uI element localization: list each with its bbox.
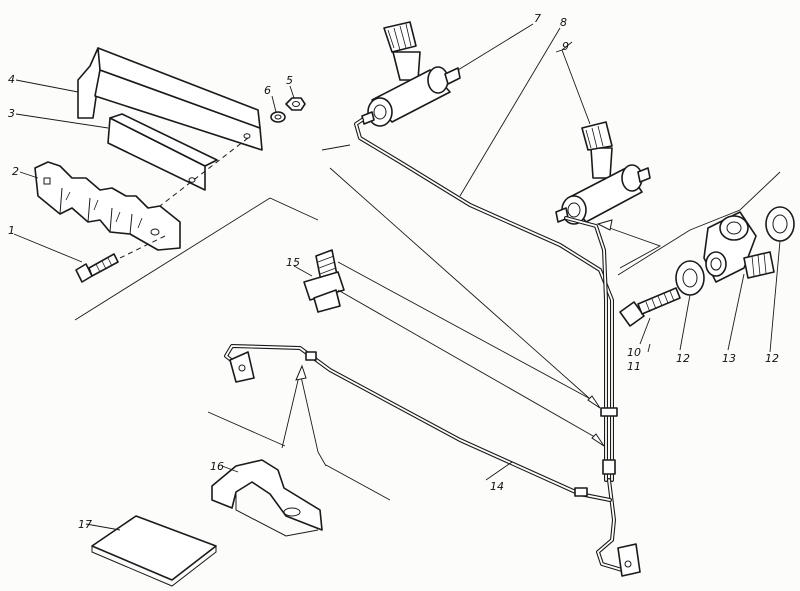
callout-8: 8 [560,16,567,29]
callout-7: 7 [534,12,541,25]
callout-15: 15 [286,256,300,269]
assembly-line-15 [337,289,601,441]
callout-1: 1 [8,224,15,237]
part-17-pad [91,515,217,587]
part-16-clip [211,459,323,537]
callout-12-left: 12 [676,352,690,365]
callout-12-right: 12 [765,352,779,365]
part-12-washer-right [765,206,795,242]
part-7-master-cylinder [361,21,461,127]
part-9-pipe [564,216,608,482]
part-5-nut [285,97,306,111]
callout-5: 5 [286,74,293,87]
part-12-washer-left [675,260,705,296]
assembly-line-15-b [337,261,597,403]
boundary-line-right [617,171,781,276]
callout-13: 13 [722,352,736,365]
assembly-line-tee [603,225,662,269]
callout-2: 2 [12,165,19,178]
callout-leaders [13,23,781,531]
part-13-tee-fitting [703,211,775,283]
callout-4: 4 [8,73,15,86]
pipe-lower-run [596,407,641,577]
arrow-to-cylinder [596,219,613,231]
part-15-union [303,249,345,313]
callout-labels: 1 2 3 4 5 6 7 8 9 10 11 12 12 13 14 15 1… [8,12,779,531]
part-1-bolt [75,253,119,283]
part-8-pipe [354,118,614,482]
callout-9: 9 [562,40,569,53]
arrow-to-joint-a [587,395,601,409]
boundary-line-lower [207,411,391,501]
part-2-clamp [34,161,181,251]
part-3-plate [107,113,218,191]
boundary-line-mid [321,144,351,151]
assembly-line-bracket [119,137,249,259]
arrow-to-joint-b [591,433,605,447]
part-9-master-cylinder [555,121,651,225]
part-14-pipe [224,344,612,502]
part-4-bracket [77,47,263,151]
assembly-line-clip [281,371,327,467]
callout-14: 14 [490,480,504,493]
part-6-washer [270,111,286,123]
callout-6: 6 [264,84,271,97]
callout-11: 11 [627,360,641,373]
part-10-bolt [619,287,681,327]
callout-3: 3 [8,107,15,120]
callout-10: 10 [627,346,641,359]
boundary-line-left [74,197,319,321]
callout-16: 16 [210,460,224,473]
callout-17: 17 [78,518,92,531]
assembly-line-cylinder [329,167,599,407]
arrow-to-clip [295,364,307,381]
